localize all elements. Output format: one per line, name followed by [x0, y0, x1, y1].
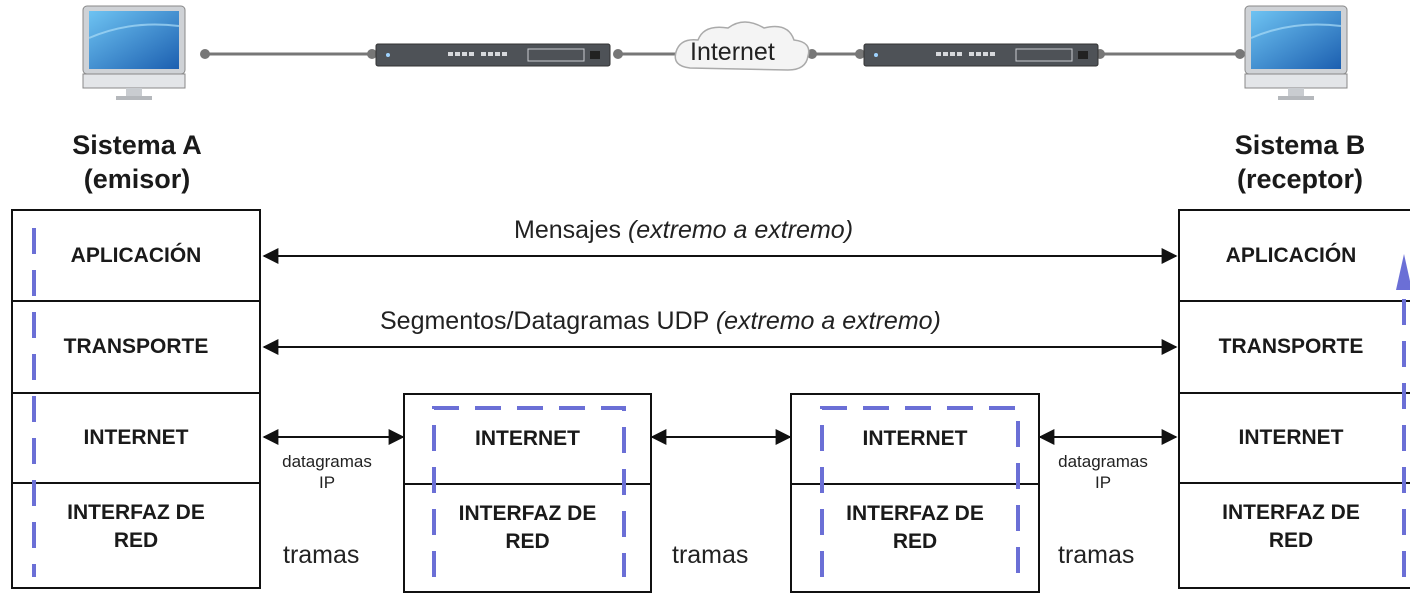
system-b-name: Sistema B [1234, 130, 1366, 160]
layer-transport-a: TRANSPORTE [13, 302, 259, 394]
segments-label: Segmentos/Datagramas UDP (extremo a extr… [380, 307, 941, 335]
stack-system-b: APLICACIÓN TRANSPORTE INTERNET INTERFAZ … [1178, 209, 1410, 589]
layer-internet-a: INTERNET [13, 394, 259, 484]
layer-transport-b: TRANSPORTE [1180, 302, 1410, 394]
computer-b-icon [1244, 5, 1348, 100]
system-a-name: Sistema A [72, 130, 202, 160]
layer-internet-router-2: INTERNET [792, 395, 1038, 485]
internet-cloud-label: Internet [690, 38, 775, 66]
layer-application-b: APLICACIÓN [1180, 211, 1410, 302]
data-path-overlay [32, 228, 1410, 577]
layer-internet-b: INTERNET [1180, 394, 1410, 484]
stack-system-a: APLICACIÓN TRANSPORTE INTERNET INTERFAZ … [11, 209, 261, 589]
internet-cloud-icon [674, 21, 810, 71]
frames-label-middle: tramas [672, 541, 749, 569]
router-2-icon [863, 43, 1099, 67]
flow-arrows [262, 248, 1178, 445]
datagrams-label-left: datagramas IP [282, 452, 372, 492]
system-b-label: Sistema B (receptor) [1190, 128, 1410, 196]
computer-a-icon [82, 5, 186, 100]
layer-application-a: APLICACIÓN [13, 211, 259, 302]
system-b-role: (receptor) [1236, 164, 1364, 194]
frames-label-left: tramas [283, 541, 360, 569]
frames-label-right: tramas [1058, 541, 1135, 569]
router-1-icon [375, 43, 611, 67]
layer-internet-router-1: INTERNET [405, 395, 650, 485]
protocol-stack-diagram [82, 5, 1348, 445]
data-path-up-b-arrow-icon [1396, 254, 1410, 290]
system-a-role: (emisor) [83, 164, 191, 194]
datagrams-label-right: datagramas IP [1058, 452, 1148, 492]
data-path-router-2 [820, 406, 1020, 577]
messages-label: Mensajes (extremo a extremo) [514, 216, 854, 244]
network-cables [200, 49, 1245, 59]
system-a-label: Sistema A (emisor) [27, 128, 247, 196]
data-path-router-1 [432, 406, 626, 577]
